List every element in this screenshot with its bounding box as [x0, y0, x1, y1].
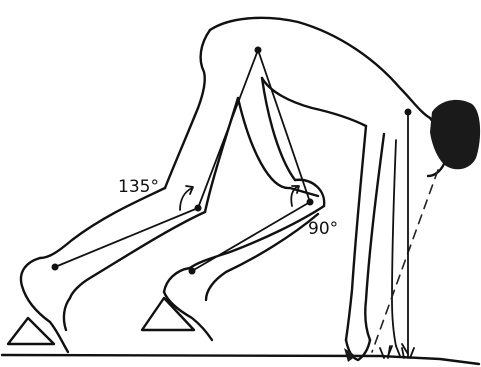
far-arm — [392, 140, 396, 346]
near-arm-back — [346, 126, 366, 340]
far-hand — [388, 344, 408, 356]
skeleton-rear-leg — [55, 50, 258, 267]
rear-shin-lower — [70, 212, 205, 298]
rear-knee-dot — [195, 205, 202, 212]
rear-knee-angle-arrow — [180, 186, 193, 210]
front-knee-dot — [307, 199, 314, 206]
front-knee-angle-label: 90° — [308, 219, 338, 239]
rear-foot — [21, 258, 68, 352]
buttock-outline — [198, 30, 210, 108]
hip-joint-dot — [255, 47, 262, 54]
head — [430, 100, 480, 169]
front-shin-upper — [190, 206, 324, 268]
rear-ankle-dot — [52, 264, 59, 271]
rear-heel — [64, 298, 70, 330]
front-ankle-dot — [189, 268, 196, 275]
near-arm-front — [365, 134, 384, 340]
front-shin-lower — [206, 214, 318, 300]
dashed-guide-line — [372, 170, 438, 352]
rear-thigh-upper — [165, 108, 198, 188]
rear-starting-block — [8, 318, 54, 344]
shoulder-dot — [405, 109, 412, 116]
rear-knee-angle-label: 135° — [118, 177, 159, 197]
belly-outline — [262, 78, 366, 126]
skeleton-front-leg — [192, 50, 310, 271]
body-back-outline — [210, 18, 430, 118]
